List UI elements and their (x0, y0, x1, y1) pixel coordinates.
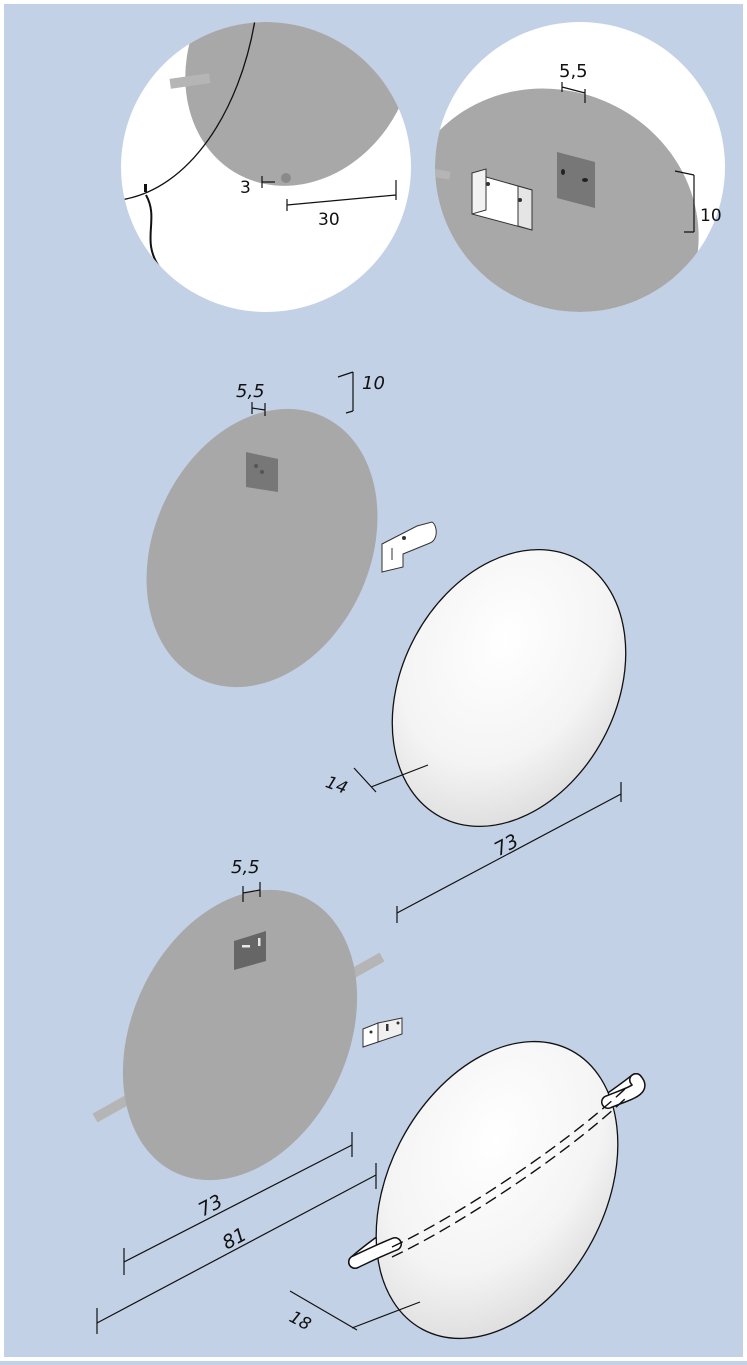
dim-label-small: 3 (240, 178, 251, 198)
bracket-slot (242, 945, 250, 948)
dim-label-depth: 18 (286, 1307, 315, 1335)
ring-hidden-edge (391, 1097, 627, 1258)
dim-line-inner (123, 1132, 353, 1275)
round-mirror (391, 548, 627, 828)
dim-line-depth (353, 764, 429, 793)
bracket-plate (557, 152, 595, 208)
wall-plate (146, 408, 378, 688)
screw-hole (518, 198, 522, 202)
wall-strip (435, 168, 451, 180)
dim-line-outer (96, 1163, 377, 1334)
dim-label-side: 10 (700, 206, 722, 226)
mirror-ring-assembly: 5,5 73 81 18 (92, 857, 646, 1340)
ring-hidden-edge (391, 1087, 627, 1248)
wall-plate (122, 889, 358, 1181)
mirror-round-assembly: 5,5 10 14 73 (146, 371, 627, 923)
dim-line-offset (251, 402, 266, 416)
bracket-slot (582, 178, 588, 182)
bracket-slot (258, 938, 261, 946)
cable-clip (144, 184, 147, 192)
bracket-side-left (471, 168, 487, 215)
dim-line-large (286, 180, 397, 211)
dim-label-height: 10 (362, 373, 385, 394)
wall-bracket (362, 1017, 403, 1048)
dim-label-top: 5,5 (559, 61, 588, 82)
dim-line-height (337, 371, 354, 414)
dim-label-outer: 81 (219, 1223, 251, 1254)
fixing-point (281, 173, 291, 183)
screw-hole (486, 182, 490, 186)
dim-line-side (674, 170, 695, 233)
wall-strip (169, 73, 211, 89)
power-cable (145, 194, 161, 269)
dim-label-depth: 14 (323, 773, 350, 799)
detail-view-left: 3 30 (121, 22, 411, 312)
dim-label-large: 30 (318, 210, 340, 230)
dim-line-depth (289, 1290, 421, 1331)
mirror-edge-line (121, 22, 256, 201)
bracket-hole (260, 470, 264, 474)
dim-label-diameter: 73 (491, 830, 523, 861)
bracket-side-right (517, 185, 533, 231)
dim-line-diameter (396, 782, 622, 923)
dim-line-offset (242, 882, 261, 902)
ring-mirror (348, 1040, 646, 1340)
dim-line-top (561, 82, 586, 103)
dim-label-offset: 5,5 (231, 857, 260, 878)
wall-bracket (381, 521, 437, 573)
detail-view-right: 5,5 10 (435, 22, 725, 312)
dim-label-inner: 73 (195, 1190, 227, 1221)
bracket-hole (561, 169, 565, 175)
bracket-hole (254, 464, 258, 468)
wall-plate-detail (185, 22, 411, 186)
dim-label-offset: 5,5 (236, 381, 265, 402)
dim-line-small (261, 176, 275, 188)
